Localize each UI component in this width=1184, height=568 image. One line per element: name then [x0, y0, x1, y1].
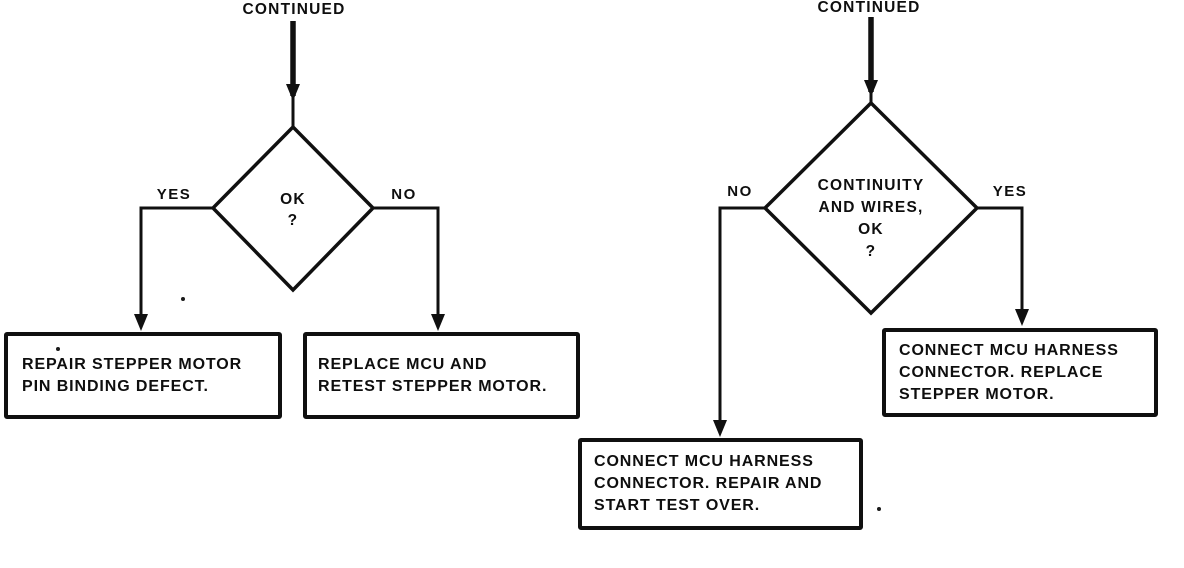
right-continued-label: CONTINUED [817, 0, 921, 16]
process-box-connect-repair: CONNECT MCU HARNESS CONNECTOR. REPAIR AN… [578, 438, 863, 530]
left-yes-connector [139, 206, 213, 321]
right-no-connector [718, 206, 765, 428]
right-no-arrowhead [713, 420, 727, 437]
process-box-connect-replace: CONNECT MCU HARNESS CONNECTOR. REPLACE S… [882, 328, 1158, 417]
left-continued-label: CONTINUED [242, 1, 346, 18]
right-entry-arrowhead [864, 80, 878, 97]
scan-speck [56, 347, 60, 351]
left-no-label: NO [391, 186, 417, 203]
scan-speck [181, 297, 185, 301]
left-decision-diamond [210, 124, 376, 293]
left-entry-arrowhead [286, 84, 300, 101]
left-no-connector [373, 206, 440, 321]
right-decision-diamond [762, 100, 980, 316]
right-no-label: NO [727, 183, 753, 200]
right-yes-label: YES [992, 183, 1028, 200]
process-box-text: CONNECT MCU HARNESS CONNECTOR. REPLACE S… [899, 341, 1119, 403]
process-box-text: REPAIR STEPPER MOTOR PIN BINDING DEFECT. [22, 355, 243, 395]
right-yes-arrowhead [1015, 309, 1029, 326]
process-box-text: REPLACE MCU AND RETEST STEPPER MOTOR. [318, 355, 548, 395]
left-no-arrowhead [431, 314, 445, 331]
scan-speck [877, 507, 881, 511]
left-decision-label: OK ? [280, 191, 306, 229]
left-yes-arrowhead [134, 314, 148, 331]
right-yes-connector [977, 206, 1024, 316]
right-decision-label: CONTINUITY AND WIRES, OK ? [817, 177, 925, 260]
process-box-repair-stepper-motor: REPAIR STEPPER MOTOR PIN BINDING DEFECT. [4, 332, 282, 419]
process-box-replace-mcu: REPLACE MCU AND RETEST STEPPER MOTOR. [303, 332, 580, 419]
process-box-text: CONNECT MCU HARNESS CONNECTOR. REPAIR AN… [594, 453, 823, 514]
left-yes-label: YES [156, 186, 192, 203]
